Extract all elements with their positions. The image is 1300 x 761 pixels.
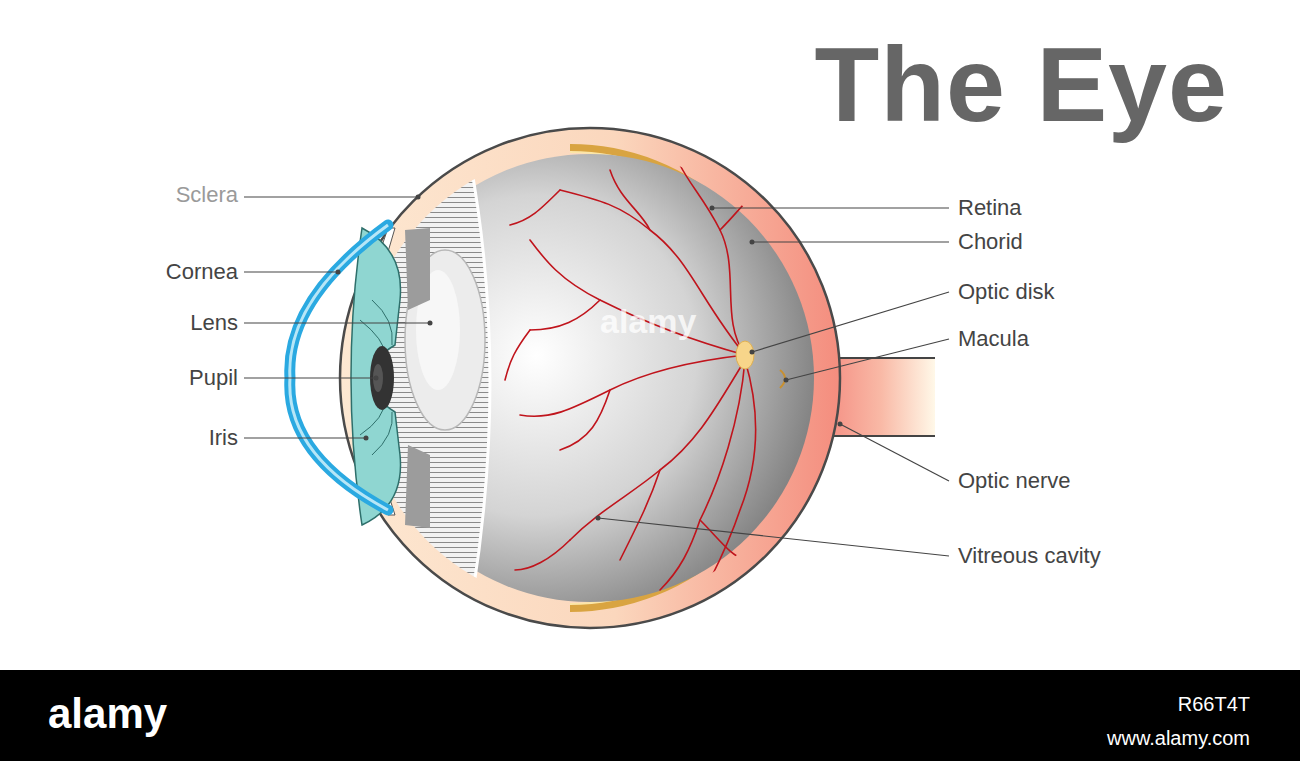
image-id: R66T4T (1178, 693, 1250, 715)
website: www.alamy.com (1107, 727, 1250, 749)
diagram-title: The Eye (814, 26, 1228, 143)
part-label: Sclera (176, 183, 238, 207)
part-label: Optic disk (958, 280, 1055, 304)
part-label: Pupil (189, 366, 238, 390)
part-label: Lens (190, 311, 238, 335)
part-label: Macula (958, 327, 1029, 351)
watermark: alamy (600, 303, 696, 340)
part-label: Vitreous cavity (958, 544, 1101, 568)
part-label: Cornea (166, 260, 238, 284)
part-label: Optic nerve (958, 469, 1071, 493)
part-label: Chorid (958, 230, 1023, 254)
part-label: Retina (958, 196, 1022, 220)
logo-text: alamy (48, 691, 167, 737)
part-label: Iris (209, 426, 238, 450)
